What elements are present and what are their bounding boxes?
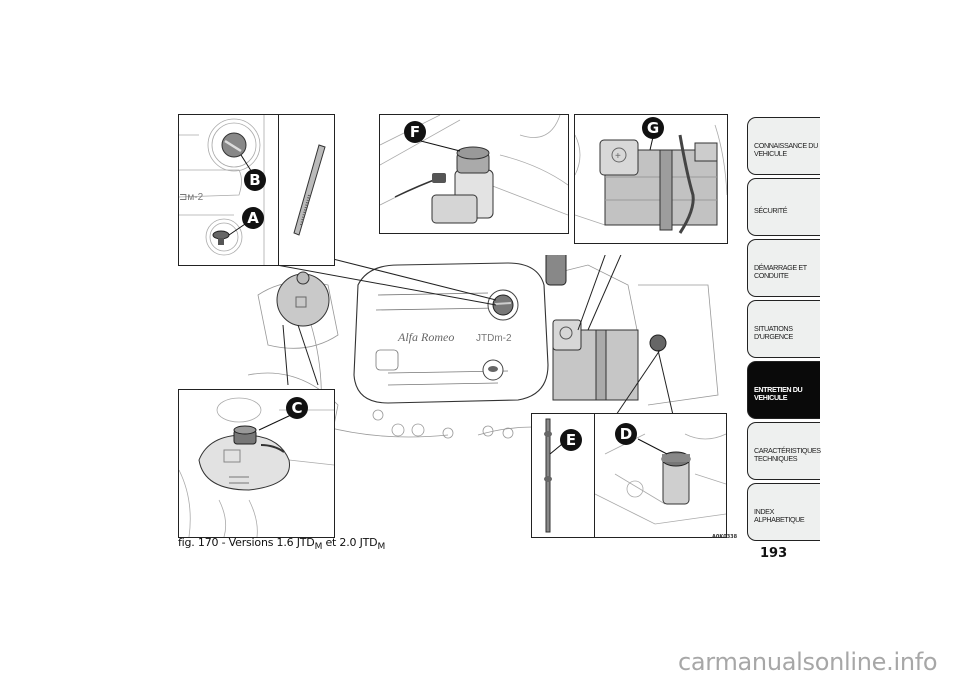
detail-panel-c: C <box>178 389 335 538</box>
tab-caracteristiques-techniques[interactable]: CARACTÉRISTIQUES TECHNIQUES <box>747 422 821 480</box>
watermark: carmanualsonline.info <box>678 648 938 676</box>
tab-label: ENTRETIEN DU VEHICULE <box>754 384 803 402</box>
engine-bay-illustration: Alfa Romeo JTDm-2 <box>248 255 748 455</box>
detail-panel-f: F <box>379 114 569 234</box>
callout-g: G <box>642 117 664 139</box>
figure-caption: fig. 170 - Versions 1.6 JTDM et 2.0 JTDM <box>178 536 385 552</box>
engine-cover-badge: JTDm-2 <box>476 333 512 344</box>
tab-label: INDEX ALPHABETIQUE <box>754 506 805 524</box>
caption-text-1: fig. 170 - Versions 1.6 JTD <box>178 536 315 549</box>
figure-code: A0K0338 <box>712 534 738 540</box>
tab-label: DÉMARRAGE ET CONDUITE <box>754 262 807 280</box>
caption-sub-2: M <box>377 542 386 552</box>
caption-text-2: et 2.0 JTD <box>322 536 378 549</box>
callout-a: A <box>242 207 264 229</box>
callout-d: D <box>615 423 637 445</box>
caption-sub-1: M <box>314 542 323 552</box>
tab-label: CONNAISSANCE DU VEHICULE <box>754 141 818 159</box>
engine-cover-brand: Alfa Romeo <box>397 330 454 344</box>
tab-connaissance-du-vehicule[interactable]: CONNAISSANCE DU VEHICULE <box>747 117 820 175</box>
tab-demarrage-et-conduite[interactable]: DÉMARRAGE ET CONDUITE <box>747 239 820 297</box>
page-number: 193 <box>760 546 788 561</box>
tab-situations-durgence[interactable]: SITUATIONS D'URGENCE <box>747 300 820 358</box>
callout-e: E <box>560 429 582 451</box>
tab-entretien-du-vehicule[interactable]: ENTRETIEN DU VEHICULE <box>747 361 820 419</box>
detail-panel-d: D <box>594 413 727 538</box>
callout-b: B <box>244 169 266 191</box>
tab-securite[interactable]: SÉCURITÉ <box>747 178 820 236</box>
tab-label: CARACTÉRISTIQUES TECHNIQUES <box>754 445 821 463</box>
detail-panel-dipstick <box>278 114 335 266</box>
chapter-tabs: CONNAISSANCE DU VEHICULE SÉCURITÉ DÉMARR… <box>747 117 821 544</box>
tab-index-alphabetique[interactable]: INDEX ALPHABETIQUE <box>747 483 820 541</box>
callout-f: F <box>404 121 426 143</box>
tab-label: SÉCURITÉ <box>754 205 788 215</box>
detail-panel-e: E <box>531 413 596 538</box>
svg-text:⊐м-2: ⊐м-2 <box>179 192 204 203</box>
tab-label: SITUATIONS D'URGENCE <box>754 323 793 341</box>
detail-panel-ab: ⊐м-2 B A <box>178 114 280 266</box>
svg-text:+: + <box>615 151 621 162</box>
callout-c: C <box>286 397 308 419</box>
detail-panel-g: + G <box>574 114 728 244</box>
